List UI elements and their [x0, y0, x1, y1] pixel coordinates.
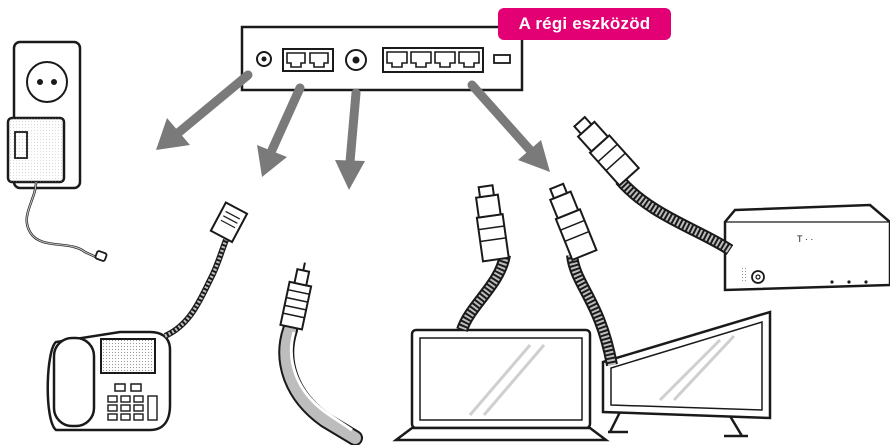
- power-adapter-icon: [8, 42, 107, 261]
- ethernet-cable-icon: [570, 113, 639, 185]
- coax-cable-icon: [280, 260, 355, 438]
- old-router-icon: [242, 27, 522, 90]
- ethernet-cable-icon: [473, 184, 509, 261]
- arrow-to-power-adapter: [156, 75, 248, 150]
- arrow-to-coax: [335, 93, 365, 190]
- router-brand-logo: T · ·: [797, 234, 813, 244]
- arrow-to-lan-devices: [472, 85, 550, 172]
- ethernet-cable-icon: [545, 182, 597, 260]
- old-device-badge: A régi eszközöd: [498, 8, 671, 40]
- landline-phone-icon: [48, 202, 247, 430]
- arrow-to-phone: [257, 88, 300, 177]
- new-router-icon: T · ·: [570, 113, 890, 290]
